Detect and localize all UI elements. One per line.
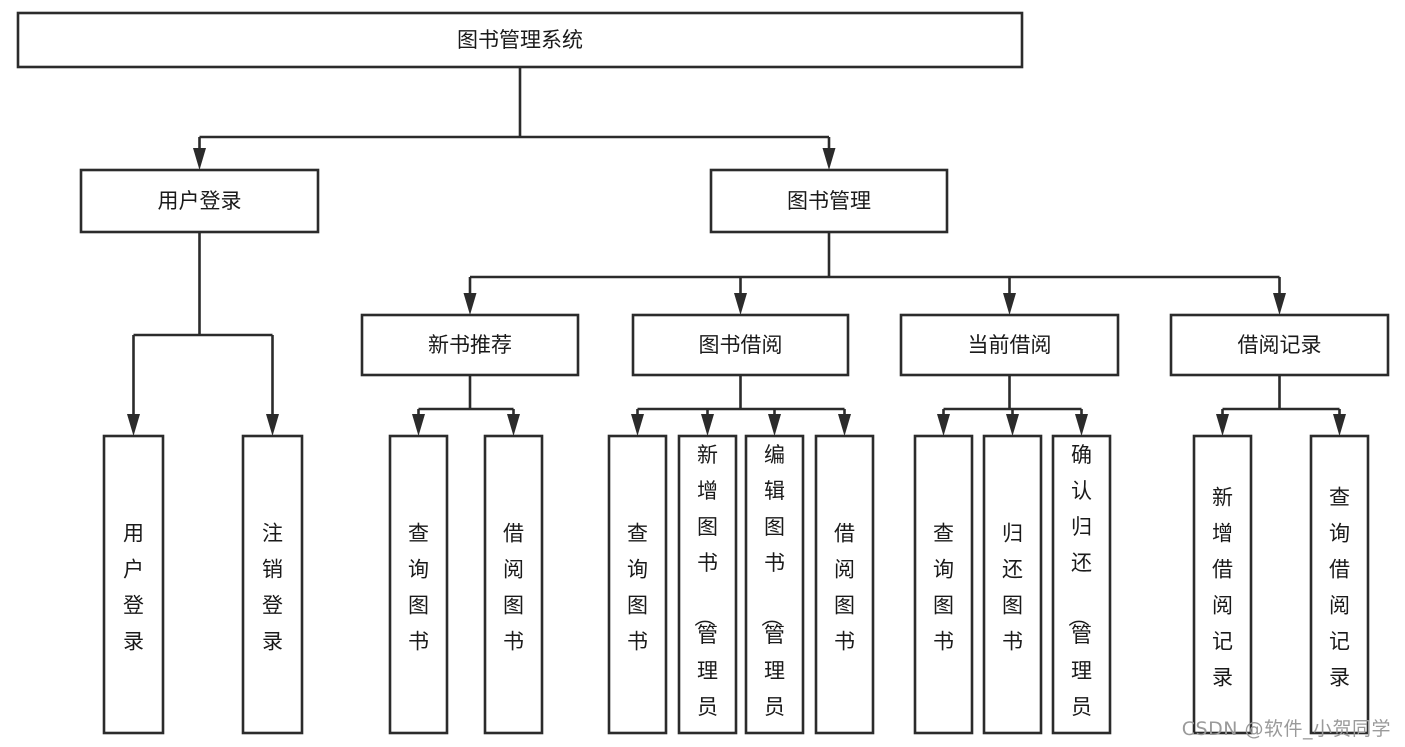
node-label-level3-3: 借阅记录	[1238, 333, 1322, 357]
node-label-leaf-9: 归还图书	[1002, 522, 1023, 654]
arrow-head-icon	[838, 414, 851, 436]
node-label-root-0: 图书管理系统	[457, 28, 583, 52]
node-leaf-2[interactable]: 查询图书	[388, 434, 449, 735]
connector-用户登录-to-leaves	[127, 232, 279, 436]
connector-新书推荐-to-leaves	[412, 375, 520, 436]
arrow-head-icon	[1006, 414, 1019, 436]
node-box-leaf-7[interactable]	[814, 434, 875, 735]
arrow-head-icon	[631, 414, 644, 436]
node-label-leaf-12: 查询借阅记录	[1329, 486, 1350, 690]
node-label-leaf-10: 确认归还（管理员）	[1066, 443, 1092, 747]
arrow-head-icon	[734, 293, 747, 315]
node-box-level3-1[interactable]	[631, 313, 850, 377]
node-box-root-0[interactable]	[16, 11, 1024, 69]
edges-layer	[127, 67, 1346, 436]
node-leaf-12[interactable]: 查询借阅记录	[1309, 434, 1370, 735]
node-label-leaf-7: 借阅图书	[834, 522, 855, 654]
arrow-head-icon	[937, 414, 950, 436]
node-label-level3-1: 图书借阅	[699, 333, 783, 357]
arrow-head-icon	[507, 414, 520, 436]
arrow-head-icon	[193, 148, 206, 170]
arrow-head-icon	[412, 414, 425, 436]
arrow-head-icon	[127, 414, 140, 436]
node-box-leaf-2[interactable]	[388, 434, 449, 735]
node-label-level2-1: 图书管理	[787, 189, 871, 213]
node-box-leaf-10[interactable]	[1051, 434, 1112, 735]
node-level3-1[interactable]: 图书借阅	[631, 313, 850, 377]
node-box-leaf-0[interactable]	[102, 434, 165, 735]
node-box-level3-2[interactable]	[899, 313, 1120, 377]
node-level2-1[interactable]: 图书管理	[709, 168, 949, 234]
arrow-head-icon	[266, 414, 279, 436]
arrow-head-icon	[463, 293, 477, 315]
connector-借阅记录-to-leaves	[1216, 375, 1346, 436]
node-box-leaf-8[interactable]	[913, 434, 974, 735]
node-leaf-9[interactable]: 归还图书	[982, 434, 1043, 735]
node-box-leaf-12[interactable]	[1309, 434, 1370, 735]
node-box-leaf-9[interactable]	[982, 434, 1043, 735]
arrow-head-icon	[1273, 293, 1286, 315]
node-root-0[interactable]: 图书管理系统	[16, 11, 1024, 69]
node-leaf-3[interactable]: 借阅图书	[483, 434, 544, 735]
node-box-leaf-5[interactable]	[677, 434, 738, 735]
node-leaf-4[interactable]: 查询图书	[607, 434, 668, 735]
connector-root-to-level2	[193, 67, 836, 170]
node-label-leaf-6: 编辑图书（管理员）	[759, 443, 785, 747]
node-level3-2[interactable]: 当前借阅	[899, 313, 1120, 377]
node-box-leaf-11[interactable]	[1192, 434, 1253, 735]
arrow-head-icon	[1333, 414, 1346, 436]
node-label-leaf-8: 查询图书	[933, 522, 954, 654]
node-box-leaf-4[interactable]	[607, 434, 668, 735]
arrow-head-icon	[768, 414, 781, 436]
node-box-leaf-6[interactable]	[744, 434, 805, 735]
node-leaf-10[interactable]: 确认归还（管理员）	[1051, 434, 1112, 747]
node-leaf-8[interactable]: 查询图书	[913, 434, 974, 735]
node-leaf-6[interactable]: 编辑图书（管理员）	[744, 434, 805, 747]
node-label-leaf-11: 新增借阅记录	[1212, 486, 1233, 690]
connector-图书借阅-to-leaves	[631, 375, 851, 436]
arrow-head-icon	[822, 148, 836, 170]
node-leaf-11[interactable]: 新增借阅记录	[1192, 434, 1253, 735]
arrow-head-icon	[701, 414, 714, 436]
node-leaf-0[interactable]: 用户登录	[102, 434, 165, 735]
node-leaf-1[interactable]: 注销登录	[241, 434, 304, 735]
node-label-leaf-4: 查询图书	[627, 522, 648, 654]
arrow-head-icon	[1075, 414, 1088, 436]
node-label-level2-0: 用户登录	[158, 189, 242, 213]
arrow-head-icon	[1003, 293, 1016, 315]
node-label-leaf-1: 注销登录	[262, 522, 283, 654]
connector-当前借阅-to-leaves	[937, 375, 1088, 436]
node-label-leaf-0: 用户登录	[123, 522, 144, 654]
node-box-level2-0[interactable]	[79, 168, 320, 234]
node-box-leaf-3[interactable]	[483, 434, 544, 735]
connector-book-manage-to-level3	[463, 232, 1286, 315]
node-label-leaf-3: 借阅图书	[503, 522, 524, 654]
arrow-head-icon	[1216, 414, 1229, 436]
node-box-level3-0[interactable]	[360, 313, 580, 377]
node-level3-3[interactable]: 借阅记录	[1169, 313, 1390, 377]
node-leaf-5[interactable]: 新增图书（管理员）	[677, 434, 738, 747]
node-label-level3-0: 新书推荐	[428, 333, 512, 357]
node-label-leaf-5: 新增图书（管理员）	[692, 443, 718, 747]
node-leaf-7[interactable]: 借阅图书	[814, 434, 875, 735]
node-label-level3-2: 当前借阅	[968, 333, 1052, 357]
node-label-leaf-2: 查询图书	[408, 522, 429, 654]
node-box-level3-3[interactable]	[1169, 313, 1390, 377]
nodes-layer: 图书管理系统用户登录图书管理新书推荐图书借阅当前借阅借阅记录用户登录注销登录查询…	[16, 11, 1390, 747]
csdn-watermark: CSDN @软件_小贺同学	[1181, 718, 1391, 740]
node-level2-0[interactable]: 用户登录	[79, 168, 320, 234]
node-box-leaf-1[interactable]	[241, 434, 304, 735]
node-level3-0[interactable]: 新书推荐	[360, 313, 580, 377]
node-box-level2-1[interactable]	[709, 168, 949, 234]
